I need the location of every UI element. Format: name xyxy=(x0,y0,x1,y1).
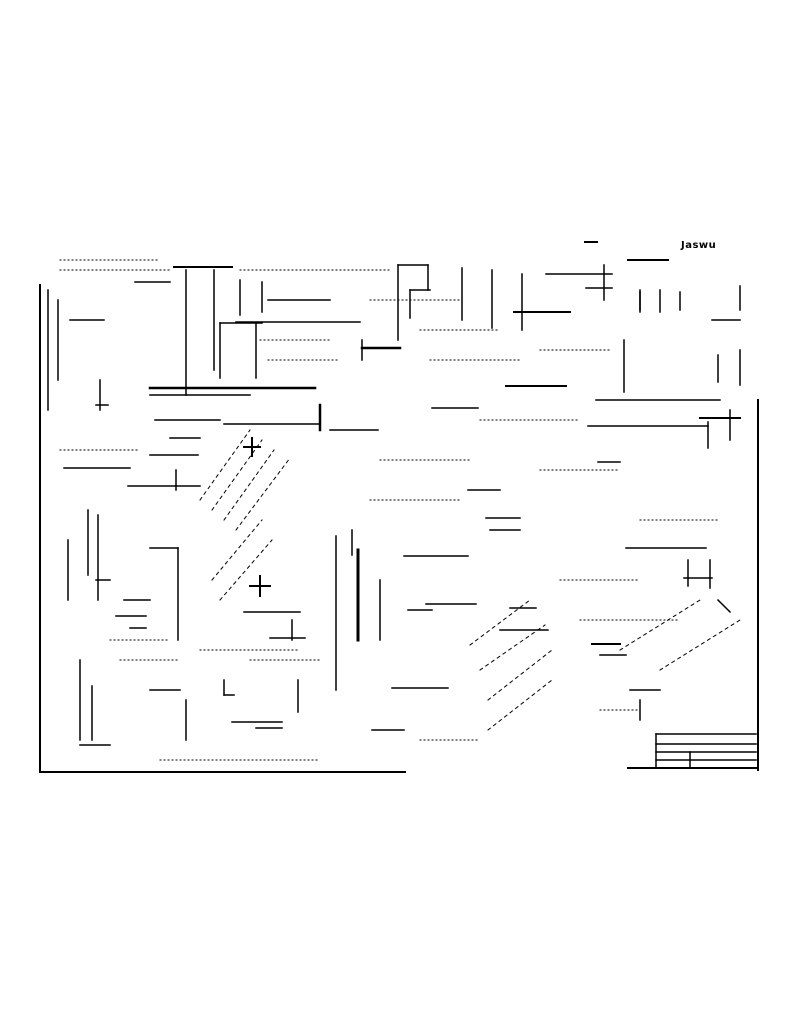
center-section xyxy=(243,264,661,731)
lower-left-section xyxy=(67,509,306,746)
title-block xyxy=(655,733,757,769)
sheet-border xyxy=(39,241,759,773)
sheet-label: Jaswu xyxy=(681,240,717,251)
upper-left-section xyxy=(47,269,361,491)
detail-marks xyxy=(59,259,721,761)
right-section xyxy=(587,285,741,721)
cable-run-hatching xyxy=(199,429,741,731)
